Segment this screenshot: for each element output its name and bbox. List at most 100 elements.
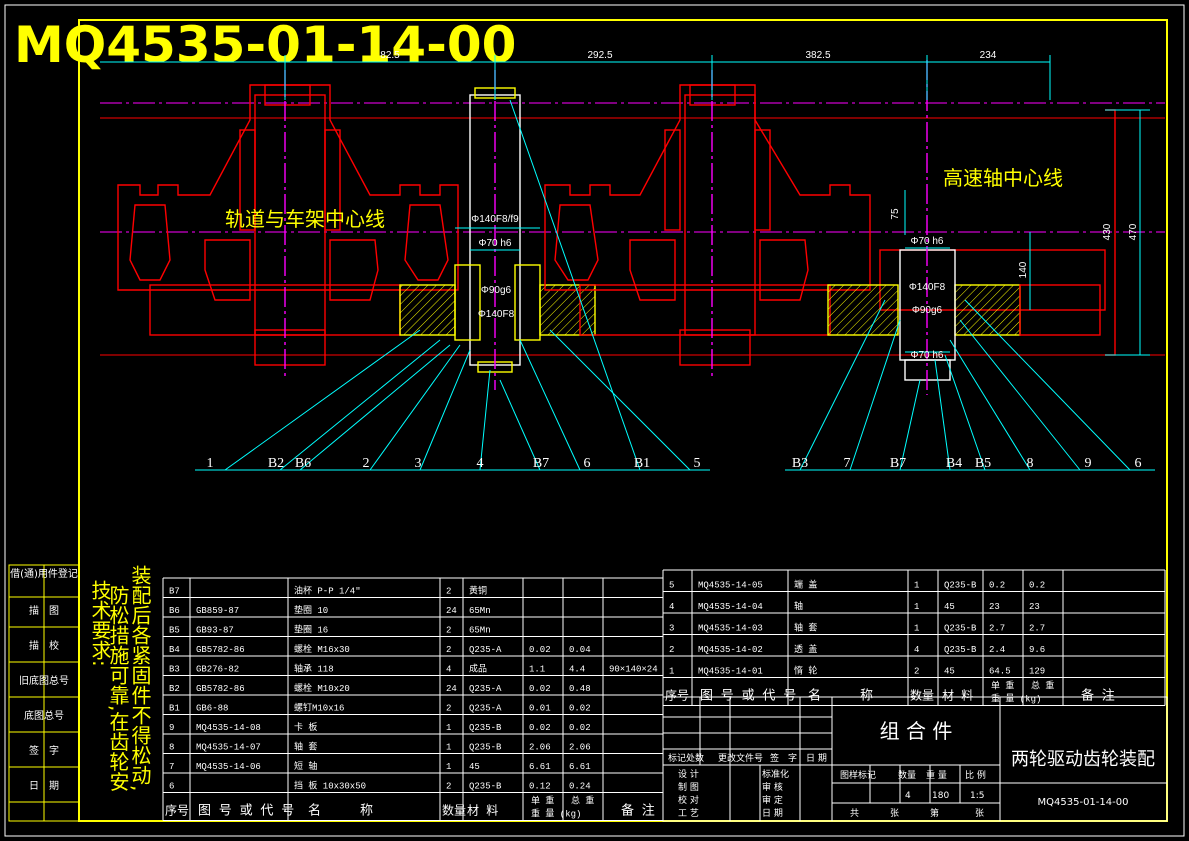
bom-cell-no: 4: [669, 602, 674, 612]
strip-label: 底图总号: [24, 709, 64, 722]
bom-cell-no: B6: [169, 606, 180, 616]
bom-cell-qty: 2: [446, 782, 451, 792]
bom-cell-code: MQ4535-14-08: [196, 723, 261, 733]
bom-header-qty: 数量: [910, 688, 934, 704]
dimension-texts: 82.5 292.5 382.5 234 75 430 470 140 Φ140…: [380, 50, 1139, 361]
bom-cell-no: B5: [169, 626, 180, 636]
bom-cell-total: 2.06: [569, 743, 591, 753]
bom-cell-qty: 1: [446, 762, 451, 772]
stage-header: 图样标记: [840, 769, 876, 781]
callout: 6: [584, 456, 591, 471]
callout-labels: 1 B2 B6 2 3 4 B7 6 B1 5 B3 7 B7 B4 B5 8 …: [207, 456, 1142, 471]
fit-text: Φ70 h6: [910, 350, 943, 361]
bom-cell-code: MQ4535-14-05: [698, 581, 763, 591]
bom-cell-qty: 24: [446, 606, 457, 616]
bom-header-total: 总 重: [1031, 680, 1054, 692]
bom-cell-unit: 0.01: [529, 704, 551, 714]
bom-cell-name: 透 盖: [794, 643, 817, 655]
callout: 6: [1135, 456, 1142, 471]
fit-text: Φ90g6: [481, 285, 512, 296]
bom-cell-unit: 0.02: [529, 645, 551, 655]
bom-cell-name: 端 盖: [794, 579, 817, 591]
bom-cell-code: GB6-88: [196, 704, 228, 714]
sheet-label: 张: [975, 808, 984, 819]
bom-cell-name: 挡 板 10x30x50: [294, 780, 366, 792]
fit-text: Φ140F8: [478, 309, 515, 320]
highspeed-assembly: [827, 60, 1116, 395]
bom-cell-name: 油杯 P-P 1/4": [294, 585, 361, 597]
weight-value: 180: [932, 791, 949, 801]
bom-header-name: 名 称: [308, 803, 373, 819]
qty-value: 4: [905, 791, 911, 801]
callout: 1: [207, 456, 214, 471]
bom-header-unit: 单 重: [531, 795, 554, 807]
left-registration-strip: 借(通)用件登记 描 图 描 校 旧底图总号 底图总号 签 字 日 期: [8, 564, 80, 822]
bom-cell-no: 3: [669, 624, 674, 634]
bom-cell-note: 90×140×24: [609, 665, 658, 675]
bom-cell-qty: 2: [446, 587, 451, 597]
bom-cell-name: 轴: [794, 600, 803, 612]
stage-header: 数量: [898, 769, 916, 781]
bom-cell-total: 0.02: [569, 704, 591, 714]
callout: 2: [363, 456, 370, 471]
scale-value: 1:5: [970, 791, 984, 801]
bom-cell-name: 惰 轮: [794, 665, 817, 677]
callout: 3: [415, 456, 422, 471]
callout: 5: [694, 456, 701, 471]
bom-cell-no: 8: [169, 743, 174, 753]
bom-cell-mat: 65Mn: [469, 626, 491, 636]
dim-text: 382.5: [805, 50, 830, 61]
bom-header-note: 备 注: [621, 803, 655, 819]
bom-cell-qty: 1: [914, 581, 919, 591]
strip-label: 借(通)用件登记: [10, 567, 78, 580]
bom-cell-unit: 2.06: [529, 743, 551, 753]
role-label: 审 核: [762, 781, 783, 793]
bom-header-unit: 单 重: [991, 680, 1014, 692]
bom-cell-unit: 0.12: [529, 782, 551, 792]
strip-label: 签 字: [29, 744, 59, 757]
bom-cell-total: 23: [1029, 602, 1040, 612]
bom-cell-mat: Q235-A: [469, 645, 502, 655]
bom-cell-total: 0.24: [569, 782, 591, 792]
bom-cell-name: 卡 板: [294, 721, 317, 733]
bom-header-mat: 材 料: [467, 804, 498, 819]
callout: 9: [1085, 456, 1092, 471]
tech-req-title: 技术要求:: [88, 580, 112, 667]
bom-header-name: 名 称: [808, 688, 873, 704]
sheet-label: 张: [890, 808, 899, 819]
bom-header-no: 序号: [165, 803, 189, 819]
bom-cell-code: MQ4535-14-07: [196, 743, 261, 753]
bom-cell-unit: 64.5: [989, 667, 1011, 677]
role-label: 设 计: [678, 768, 699, 780]
bom-cell-total: 4.4: [569, 665, 585, 675]
strip-label: 旧底图总号: [19, 674, 69, 687]
bom-header-weight: 重 量 (kg): [991, 693, 1041, 705]
dim-text: 75: [890, 208, 901, 220]
assembly-type: 组 合 件: [880, 719, 953, 743]
bom-cell-mat: Q235-B: [944, 581, 977, 591]
bom-cell-mat: Q235-A: [469, 704, 502, 714]
bom-header-qty: 数量: [442, 803, 466, 819]
bom-cell-unit: 2.7: [989, 624, 1005, 634]
bom-header-total: 总 重: [571, 795, 594, 807]
callout: B3: [792, 456, 808, 471]
dim-text: 82.5: [380, 50, 400, 61]
strip-label: 日 期: [29, 780, 59, 792]
dim-text: 292.5: [587, 50, 612, 61]
callout: B7: [533, 456, 549, 471]
section-view: [100, 60, 1165, 395]
bom-cell-code: GB5782-86: [196, 684, 245, 694]
rev-header: 标记: [668, 752, 686, 764]
bom-cell-no: B3: [169, 665, 180, 675]
bom-header-mat: 材 料: [942, 689, 973, 704]
bom-header-weight: 重 量 (kg): [531, 808, 581, 820]
callout: 4: [477, 456, 484, 471]
strip-label: 描 图: [29, 604, 59, 617]
role-label: 标准化: [762, 768, 789, 780]
bom-cell-name: 轴 套: [794, 622, 817, 634]
callout: 7: [844, 456, 851, 471]
bom-cell-unit: 6.61: [529, 762, 551, 772]
bom-cell-code: MQ4535-14-02: [698, 645, 763, 655]
bom-cell-mat: 45: [944, 602, 955, 612]
